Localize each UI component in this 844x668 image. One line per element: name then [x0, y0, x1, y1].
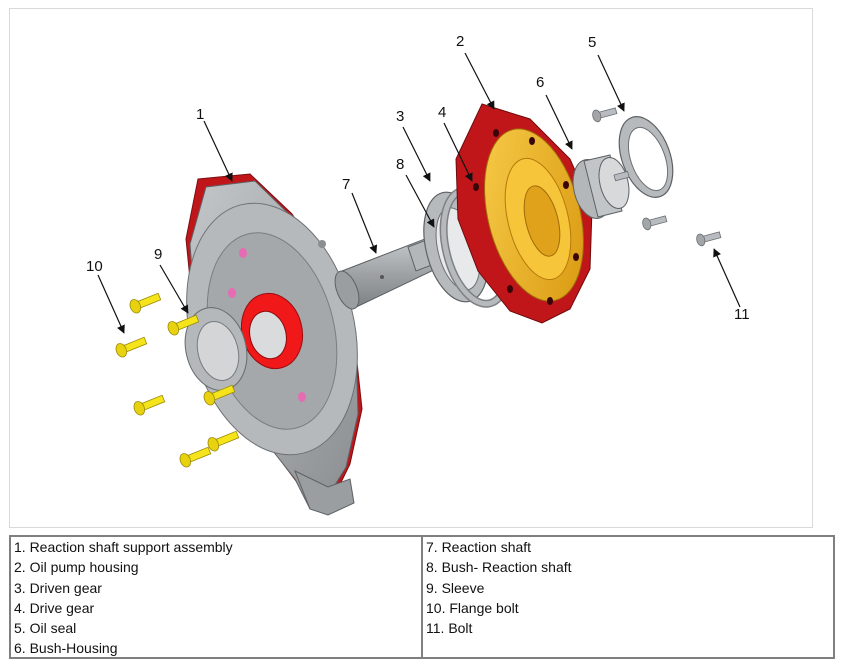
callout-3: 3 — [396, 108, 404, 125]
callout-10: 10 — [86, 258, 103, 275]
yellow-bolt — [203, 384, 236, 406]
legend-item: 2. Oil pump housing — [14, 559, 139, 576]
leader-line-4 — [443, 122, 473, 182]
gray-bolt — [696, 231, 722, 247]
oil-seal — [618, 116, 674, 198]
yellow-bolt — [115, 336, 148, 358]
bolts-gray — [592, 107, 722, 247]
leader-line-10 — [97, 274, 125, 334]
flange-bolts-yellow — [115, 292, 240, 468]
legend-item: 4. Drive gear — [14, 599, 95, 616]
yellow-bolt — [133, 394, 166, 416]
gray-bolt — [642, 215, 668, 231]
gray-bolt — [613, 170, 630, 182]
parts-legend-table: 1. Reaction shaft support assembly 2. Oi… — [9, 535, 835, 659]
legend-column-left: 1. Reaction shaft support assembly 2. Oi… — [11, 537, 421, 657]
leader-line-11 — [713, 248, 741, 308]
legend-item: 5. Oil seal — [14, 620, 77, 637]
leader-line-9 — [159, 264, 189, 314]
legend-item: 3. Driven gear — [14, 579, 102, 596]
leader-line-7 — [351, 192, 378, 254]
yellow-bolt — [207, 430, 240, 452]
callout-4: 4 — [438, 104, 446, 121]
oil-pump-housing — [455, 103, 593, 324]
leader-line-3 — [402, 126, 431, 182]
legend-item: 1. Reaction shaft support assembly — [14, 539, 233, 555]
yellow-bolt — [129, 292, 162, 314]
legend-item: 9. Sleeve — [426, 579, 485, 596]
bush-housing — [572, 154, 630, 219]
leader-lines — [97, 52, 741, 334]
callout-11: 11 — [734, 306, 750, 323]
callout-5: 5 — [588, 34, 596, 51]
callout-7: 7 — [342, 176, 350, 193]
callout-labels: 1 2 3 4 5 6 7 8 9 10 11 — [86, 33, 750, 323]
callout-8: 8 — [396, 156, 404, 173]
legend-item: 10. Flange bolt — [426, 599, 519, 616]
yellow-bolt — [179, 446, 212, 468]
callout-9: 9 — [154, 246, 162, 263]
callout-1: 1 — [196, 106, 204, 123]
exploded-view-drawing: 1 2 3 4 5 6 7 8 9 10 11 — [86, 33, 750, 516]
callout-2: 2 — [456, 33, 464, 50]
callout-6: 6 — [536, 74, 544, 91]
reaction-shaft-support-assembly — [184, 173, 363, 516]
legend-item: 11. Bolt — [426, 620, 473, 637]
legend-column-right: 7. Reaction shaft 8. Bush- Reaction shaf… — [421, 537, 833, 657]
legend-item: 7. Reaction shaft — [426, 539, 532, 555]
leader-line-5 — [597, 54, 625, 112]
leader-line-2 — [464, 52, 495, 110]
legend-item: 8. Bush- Reaction shaft — [426, 559, 572, 576]
leader-line-6 — [545, 94, 573, 150]
exploded-view-figure: 1 2 3 4 5 6 7 8 9 10 11 — [9, 8, 813, 528]
legend-item: 6. Bush-Housing — [14, 640, 118, 657]
gray-bolt — [592, 107, 618, 123]
leader-line-1 — [203, 120, 233, 182]
yellow-bolt — [167, 314, 200, 336]
leader-line-8 — [405, 174, 435, 228]
